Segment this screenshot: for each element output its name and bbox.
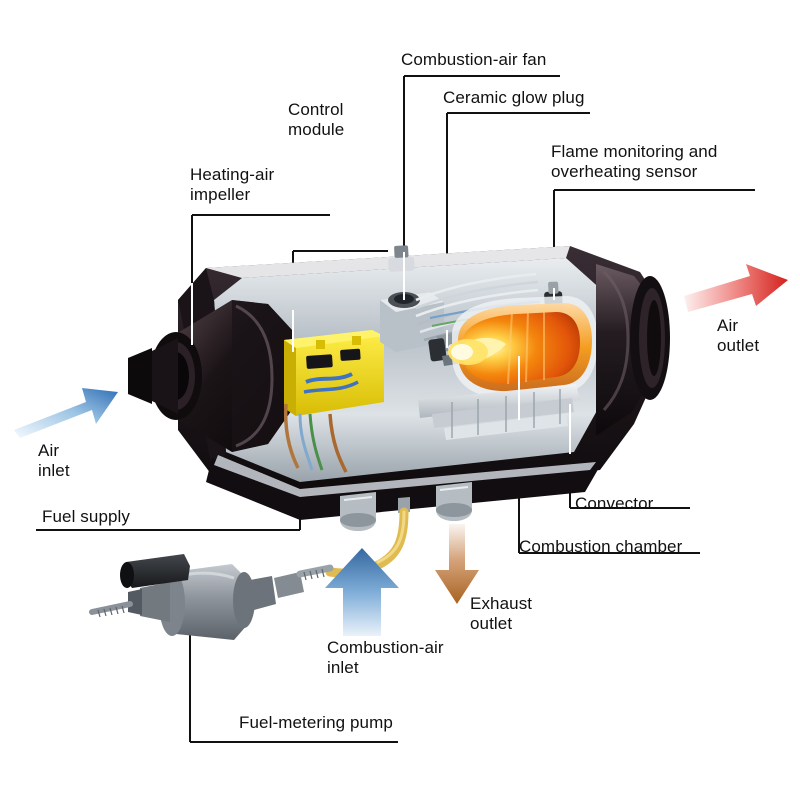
base-flange-highlight [214,455,596,497]
air-outlet-arrow [684,264,788,312]
cut-edge-top [206,246,570,278]
exhaust-outlet-arrow [435,524,479,604]
label-combustion-air-inlet: Combustion-air inlet [327,638,444,678]
label-fuel-metering-pump: Fuel-metering pump [239,713,393,732]
flow-arrows [14,264,788,636]
label-air-outlet: Air outlet [717,316,760,356]
label-convector: Convector [575,494,654,513]
heating-air-impeller-part [128,300,296,452]
combustion-chamber-part [448,296,598,399]
bottom-ports [340,482,472,531]
combustion-air-inlet-arrow [325,548,399,636]
fuel-metering-pump-part [89,554,334,640]
label-control-module: Control module [288,100,345,140]
label-heating-air-impeller: Heating-air impeller [190,165,275,205]
control-module-part [283,330,384,473]
convector-part [418,384,580,440]
label-exhaust-outlet: Exhaust outlet [470,594,533,634]
label-flame-monitoring-sensor: Flame monitoring and overheating sensor [551,142,718,182]
air-inlet-arrow [14,388,118,438]
label-combustion-air-fan: Combustion-air fan [401,50,547,69]
base-flange [206,458,600,520]
heater-assembly [128,245,670,531]
label-air-inlet: Air inlet [38,441,70,481]
air-outlet-cone [596,264,670,436]
leader-lines-light [191,252,571,454]
label-ceramic-glow-plug: Ceramic glow plug [443,88,585,107]
label-combustion-chamber: Combustion chamber [519,537,683,556]
label-fuel-supply: Fuel supply [42,507,131,526]
